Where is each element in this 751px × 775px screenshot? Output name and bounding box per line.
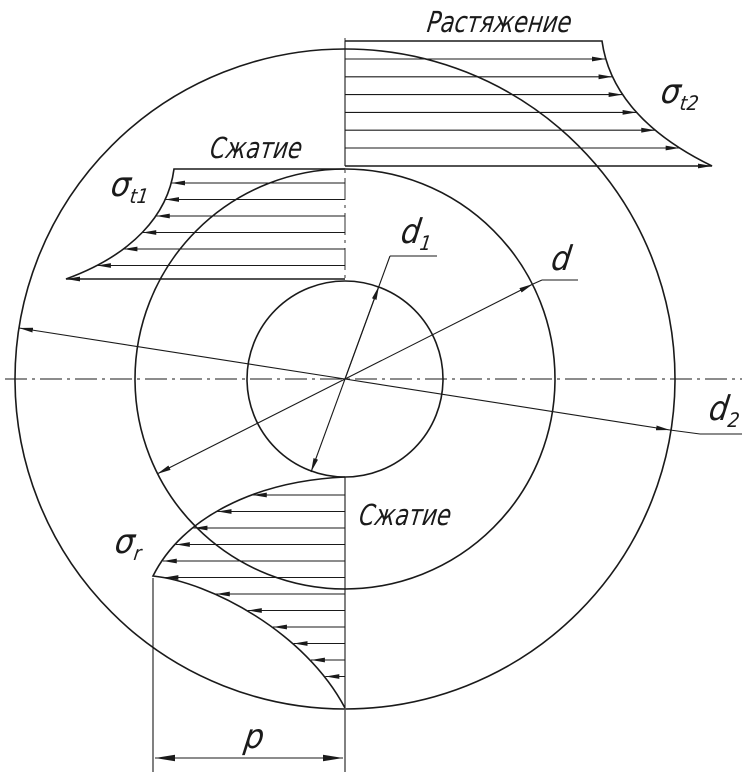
p-label: p (241, 717, 267, 757)
d1-label: d1 (398, 212, 436, 256)
tension-stress-diagram (344, 40, 713, 169)
d-label: d (549, 239, 574, 279)
radial-arrows (162, 492, 345, 679)
sigma-t2-subscript: t2 (678, 91, 700, 115)
sigma-t1-subscript: t1 (128, 184, 150, 208)
tension-arrows (345, 56, 712, 169)
d1-subscript: 1 (418, 231, 433, 255)
dimension-d2 (18, 327, 742, 435)
sigma-r-subscript: r (132, 541, 144, 565)
tension-label: Растяжение (425, 7, 574, 40)
dimension-d1 (310, 255, 437, 473)
sigma-t1-label: σt1 (108, 165, 153, 209)
sigma-t2-label: σt2 (658, 72, 703, 116)
compression-t1-arrows (66, 180, 345, 282)
dimension-p (152, 578, 346, 772)
tangential-compression-diagram (65, 168, 345, 282)
compression-top-label: Сжатие (208, 133, 304, 166)
dimension-d (156, 279, 578, 475)
radial-compression-diagram (151, 476, 346, 709)
compression-bottom-label: Сжатие (357, 500, 453, 533)
d2-label: d2 (706, 389, 744, 433)
sigma-r-label: σr (112, 522, 147, 566)
d2-subscript: 2 (726, 408, 741, 432)
